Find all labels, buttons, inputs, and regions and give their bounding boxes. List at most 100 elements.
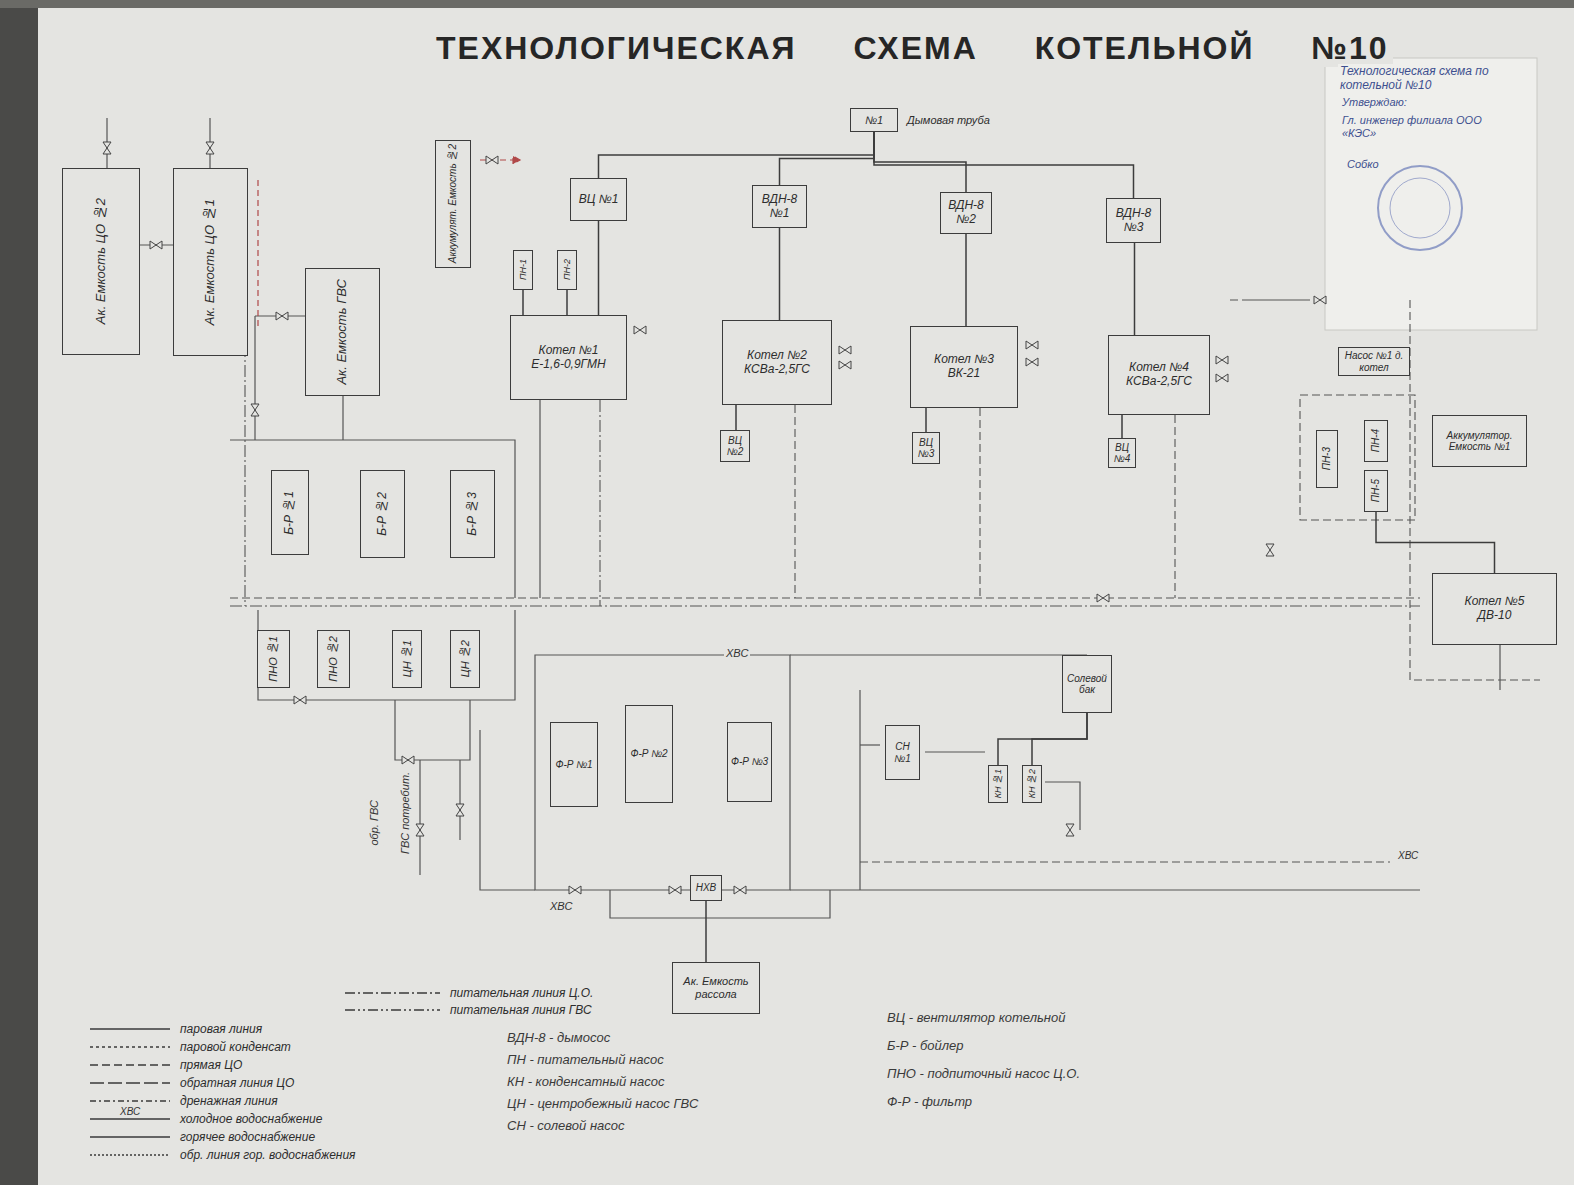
abbreviation-note: ПН - питательный насос xyxy=(505,1052,666,1068)
node-content: Котел №3ВК-21 xyxy=(911,327,1017,407)
pipe xyxy=(859,690,860,890)
feed-lines xyxy=(230,185,1420,606)
connector xyxy=(874,132,966,192)
node-label: Ф-Р №1 xyxy=(553,759,594,771)
tank-box: Ак. Емкость ГВС xyxy=(305,268,380,396)
pipe-lines xyxy=(107,118,1500,918)
node-label: Б-Р №2 xyxy=(376,492,390,536)
valve xyxy=(569,886,581,894)
connector xyxy=(1376,512,1495,573)
legend-text: питательная линия Ц.О. xyxy=(448,986,595,1000)
legend-row: паровой конденсат xyxy=(90,1040,293,1054)
filter-box: Ф-Р №1 xyxy=(550,722,598,807)
abbreviation-note: Ф-Р - фильтр xyxy=(885,1094,974,1110)
legend-row: паровая линия xyxy=(90,1022,264,1036)
legend-sample-line xyxy=(90,1064,170,1065)
node-label: ПНО №2 xyxy=(327,636,340,682)
pipe xyxy=(1499,645,1500,690)
frame-edge xyxy=(0,0,38,1185)
node-label: Солевой бак xyxy=(1063,673,1111,696)
pump-box: ПН-5 xyxy=(1364,470,1388,512)
connector xyxy=(874,132,1134,198)
node-content: Ф-Р №1 xyxy=(551,723,597,806)
abbreviation-note: ПНО - подпиточный насос Ц.О. xyxy=(885,1066,1082,1082)
exhauster-box: ВДН-8 №3 xyxy=(1106,198,1161,243)
node-label: ПНО №1 xyxy=(267,636,280,682)
pipe-label: ГВС потребит. xyxy=(397,772,414,854)
pump-box: ПН-2 xyxy=(557,250,577,290)
node-label: КН №1 xyxy=(993,769,1003,798)
abbreviation-note: Б-Р - бойлер xyxy=(885,1038,966,1054)
node-content: Котел №4КСВа-2,5ГС xyxy=(1109,336,1209,414)
connector xyxy=(599,132,875,178)
legend-sample xyxy=(90,1095,170,1107)
node-sublabel: Е-1,6-0,9ГМН xyxy=(529,358,608,372)
connector xyxy=(965,234,967,326)
pipe xyxy=(257,180,258,330)
abbreviation-note: ЦН - центробежный насос ГВС xyxy=(505,1096,700,1112)
pipe-label: ХВС xyxy=(1396,850,1420,862)
valve xyxy=(1026,358,1038,366)
valve xyxy=(634,326,646,334)
valve xyxy=(839,361,851,369)
node-content: ВДН-8 №3 xyxy=(1107,199,1160,242)
node-content: ПН-2 xyxy=(558,251,576,289)
legend-row: горячее водоснабжение xyxy=(90,1130,317,1144)
approval-sheet xyxy=(1325,58,1537,330)
node-content: Аккумулятор. Емкость №1 xyxy=(1433,416,1526,466)
pump-box: КН №2 xyxy=(1022,765,1042,803)
node-label: ПН-1 xyxy=(518,259,528,280)
node-content: ВЦ №1 xyxy=(571,179,626,220)
connector xyxy=(566,290,568,315)
filter-box: Ф-Р №3 xyxy=(727,722,772,802)
node-content: Ф-Р №3 xyxy=(728,723,771,801)
pump-box: Насос №1 д. котел xyxy=(1338,347,1410,376)
node-content: ПНО №2 xyxy=(318,631,349,687)
connector xyxy=(735,405,737,430)
node-content: ВДН-8 №1 xyxy=(753,186,806,227)
node-label: Ф-Р №2 xyxy=(628,748,669,760)
node-content: Б-Р №2 xyxy=(361,471,404,557)
abbreviation-note: ВДН-8 - дымосос xyxy=(505,1030,612,1046)
connector xyxy=(1032,713,1087,765)
node-content: Котел №1Е-1,6-0,9ГМН xyxy=(511,316,626,399)
boiler-box: Котел №4КСВа-2,5ГС xyxy=(1108,335,1210,415)
pump-box: ЦН №2 xyxy=(450,630,480,688)
node-sublabel: КСВа-2,5ГС xyxy=(742,363,812,377)
node-heading: Дымовая труба xyxy=(905,114,992,126)
node-content: №1 xyxy=(851,109,897,131)
legend-sample xyxy=(90,1059,170,1071)
boiler-box: Котел №3ВК-21 xyxy=(910,326,1018,408)
pipe xyxy=(258,610,515,700)
exhauster-box: ВДН-8 №1 xyxy=(752,185,807,228)
legend-sample xyxy=(345,987,440,999)
heater-box: Б-Р №1 xyxy=(271,470,309,555)
node-content: Ф-Р №2 xyxy=(626,706,672,802)
legend-sample-line xyxy=(90,1028,170,1029)
legend-text: питательная линия ГВС xyxy=(448,1003,594,1017)
valves xyxy=(103,142,1326,894)
valve xyxy=(1066,824,1074,836)
node-content: ПН-4 xyxy=(1365,421,1387,461)
pipe xyxy=(395,700,470,760)
legend-text: паровая линия xyxy=(178,1022,264,1036)
exhauster-box: ВДН-8 №2 xyxy=(940,192,992,234)
node-content: Ак. Емкость ЦО №2 xyxy=(63,169,139,354)
pipe xyxy=(1045,782,1080,830)
node-label: Котел №5 xyxy=(1463,595,1527,609)
node-sublabel: ДВ-10 xyxy=(1476,609,1514,623)
legend-row: обратная линия ЦО xyxy=(90,1076,296,1090)
valve xyxy=(206,142,214,154)
pump-box: СН №1 xyxy=(885,725,920,780)
node-label: ЦН №1 xyxy=(401,640,414,677)
node-content: НХВ xyxy=(691,876,721,900)
node-label: Котел №2 xyxy=(745,349,809,363)
legend-row: питательная линия Ц.О. xyxy=(345,986,595,1000)
abbreviation-note: ВЦ - вентилятор котельной xyxy=(885,1010,1067,1026)
pipe xyxy=(794,405,795,598)
pipe-label: обр. ГВС xyxy=(366,800,383,846)
legend-row: дренажная линия xyxy=(90,1094,280,1108)
legend-text: прямая ЦО xyxy=(178,1058,244,1072)
legend-sample-line xyxy=(90,1100,170,1101)
